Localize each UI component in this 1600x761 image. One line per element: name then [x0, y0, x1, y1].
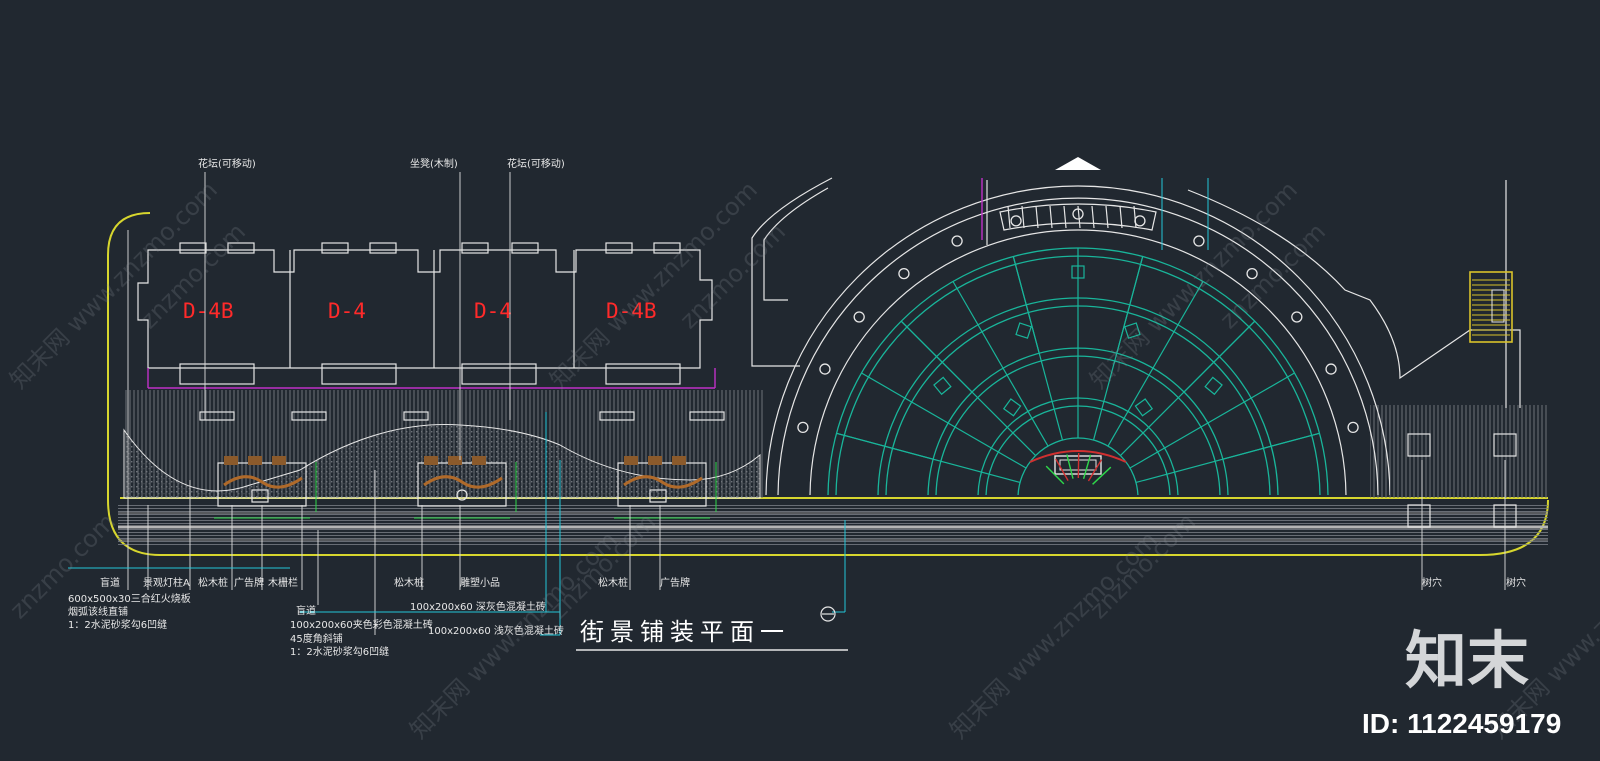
unit-label-3: D-4 — [474, 299, 512, 323]
label-ad-sign-2: 广告牌 — [660, 576, 690, 589]
label-tree-pit-2: 树穴 — [1506, 576, 1526, 589]
label-pine-post-1: 松木桩 — [198, 576, 228, 589]
building-block — [137, 242, 716, 389]
ad-board-2 — [417, 456, 507, 507]
right-paving-strip — [1370, 405, 1548, 498]
label-tree-pit-1: 树穴 — [1422, 576, 1442, 589]
note-left-1: 600x500x30三合红火烧板 — [68, 592, 191, 605]
label-wood-fence: 木栅栏 — [268, 576, 298, 589]
stair-detail — [1469, 271, 1513, 343]
fan-plaza-details — [797, 203, 1359, 485]
note-left-2: 烟弧该线直铺 — [68, 605, 128, 618]
label-blind-path: 盲道 — [100, 576, 120, 589]
plaza-wall-left — [751, 177, 833, 367]
note-mid-3: 45度角斜铺 — [290, 632, 343, 645]
cyan-leaders — [68, 412, 846, 636]
label-planter-left: 花坛(可移动) — [198, 157, 256, 170]
image-id: ID: 1122459179 — [1362, 708, 1561, 739]
dim-lines — [214, 462, 717, 519]
unit-label-1: D-4B — [183, 299, 234, 323]
ground-symbol-icon — [820, 606, 836, 622]
north-arrow-icon — [1055, 157, 1101, 170]
label-pine-post-2: 松木桩 — [394, 576, 424, 589]
note-mid-2: 100x200x60夹色彩色混凝土砖 — [290, 618, 433, 631]
label-ad-sign-1: 广告牌 — [234, 576, 264, 589]
note-mid-4: 1：2水泥砂浆勾6凹缝 — [290, 645, 389, 658]
fan-plaza — [765, 185, 1390, 495]
unit-label-4: D-4B — [606, 299, 657, 323]
label-sculpture: 雕塑小品 — [460, 576, 500, 589]
ad-board-1 — [217, 456, 307, 507]
drawing-title: 街景铺装平面一 — [580, 618, 790, 646]
label-bench: 坐凳(木制) — [410, 157, 458, 170]
note-left-3: 1：2水泥砂浆勾6凹缝 — [68, 618, 167, 631]
plaza-wall-right — [1187, 189, 1521, 408]
brand-logo: 知末 — [1405, 624, 1529, 697]
leader-lines — [127, 172, 1506, 635]
unit-label-2: D-4 — [328, 299, 366, 323]
note-right-2: 100x200x60 浅灰色混凝土砖 — [428, 624, 564, 637]
street-band — [118, 505, 1548, 545]
ad-board-3 — [617, 456, 707, 507]
label-lamp-post: 景观灯柱A — [143, 576, 190, 589]
note-mid-1: 盲道 — [296, 604, 316, 617]
label-pine-post-3: 松木桩 — [598, 576, 628, 589]
note-right-1: 100x200x60 深灰色混凝土砖 — [410, 600, 546, 613]
planter-boxes — [199, 411, 725, 421]
label-planter-right: 花坛(可移动) — [507, 157, 565, 170]
tree-pits — [1407, 433, 1517, 528]
